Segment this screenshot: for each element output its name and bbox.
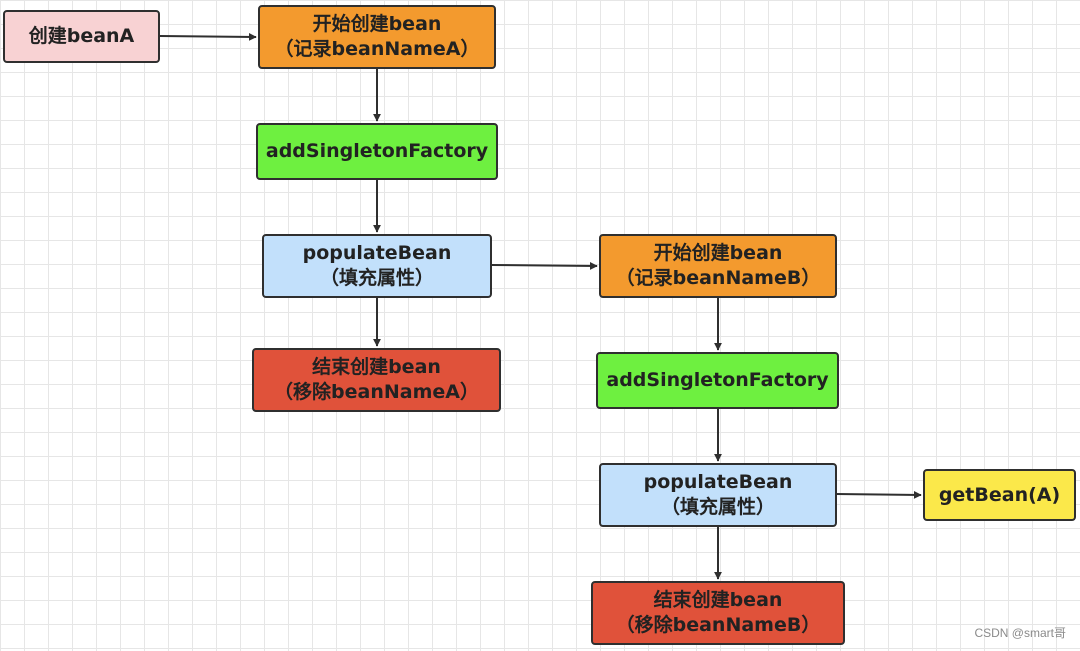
end-create-bean-b-note: （移除beanNameB） — [615, 614, 821, 636]
populate-bean-b-note: （填充属性） — [660, 496, 775, 518]
begin-create-bean-b-title: 开始创建bean — [653, 242, 783, 265]
populate-bean-a-note: （填充属性） — [319, 267, 434, 289]
end-create-bean-b-node: 结束创建bean （移除beanNameB） — [591, 581, 845, 645]
populate-bean-b-title: populateBean — [643, 471, 793, 494]
arrow-create-to-begin-a — [159, 32, 257, 41]
end-create-bean-a-node: 结束创建bean （移除beanNameA） — [252, 348, 501, 412]
begin-create-bean-b-note: （记录beanNameB） — [615, 267, 821, 289]
begin-create-bean-a-note: （记录beanNameA） — [274, 38, 480, 60]
watermark-text: CSDN @smart哥 — [974, 626, 1066, 640]
get-bean-a-node: getBean(A) — [923, 469, 1076, 521]
end-create-bean-a-title: 结束创建bean — [312, 356, 441, 379]
arrow-populate-b-to-get-bean — [835, 490, 922, 499]
add-singleton-factory-b-node: addSingletonFactory — [596, 352, 839, 409]
create-bean-a-node: 创建beanA — [3, 10, 160, 63]
begin-create-bean-b-node: 开始创建bean （记录beanNameB） — [599, 234, 837, 298]
populate-bean-b-node: populateBean （填充属性） — [599, 463, 837, 527]
populate-bean-a-node: populateBean （填充属性） — [262, 234, 492, 298]
add-singleton-factory-a-label: addSingletonFactory — [265, 140, 489, 163]
add-singleton-factory-a-node: addSingletonFactory — [256, 123, 498, 180]
end-create-bean-b-title: 结束创建bean — [653, 589, 783, 612]
populate-bean-a-title: populateBean — [302, 242, 452, 265]
create-bean-a-label: 创建beanA — [28, 25, 135, 48]
begin-create-bean-a-title: 开始创建bean — [312, 13, 442, 36]
get-bean-a-label: getBean(A) — [938, 483, 1061, 506]
add-singleton-factory-b-label: addSingletonFactory — [606, 369, 829, 392]
arrow-populate-a-to-begin-b — [491, 261, 598, 270]
begin-create-bean-a-node: 开始创建bean （记录beanNameA） — [258, 5, 496, 69]
end-create-bean-a-note: （移除beanNameA） — [274, 381, 479, 403]
